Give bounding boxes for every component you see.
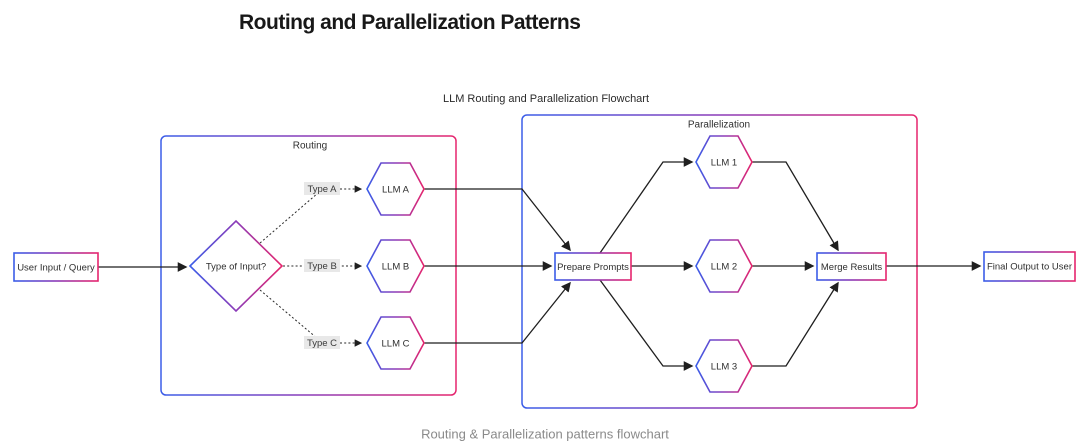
edge-llm3-to-merge	[752, 281, 839, 367]
edge-prepare-to-llm3	[599, 279, 694, 371]
diagram-caption: Routing & Parallelization patterns flowc…	[421, 426, 669, 441]
edge-llm-a-to-prepare	[424, 188, 571, 252]
node-merge-results: Merge Results	[816, 252, 887, 281]
node-llm-3: LLM 3	[695, 339, 753, 393]
edge-llm-c-to-prepare	[424, 281, 571, 344]
edge-label-type-a-text: Type A	[307, 184, 337, 195]
node-llm-c-label: LLM C	[382, 339, 410, 350]
node-merge-results-label: Merge Results	[821, 262, 882, 273]
edge-label-type-a: Type A	[304, 182, 340, 195]
parallelization-container-label: Parallelization	[688, 120, 750, 131]
edge-label-type-b-text: Type B	[307, 261, 337, 272]
node-llm-3-label: LLM 3	[711, 362, 737, 373]
node-llm-1-label: LLM 1	[711, 158, 737, 169]
node-decision-label: Type of Input?	[206, 262, 266, 273]
routing-container-label: Routing	[293, 141, 327, 152]
edge-decision-to-type-a	[259, 192, 319, 244]
node-llm-c: LLM C	[366, 316, 425, 370]
edge-llm1-to-merge	[752, 161, 839, 252]
node-llm-2: LLM 2	[695, 239, 753, 293]
node-final-output-label: Final Output to User	[987, 262, 1072, 273]
node-llm-2-label: LLM 2	[711, 262, 737, 273]
node-llm-b-label: LLM B	[382, 262, 409, 273]
node-prepare-prompts: Prepare Prompts	[554, 252, 632, 281]
node-user-input: User Input / Query	[13, 252, 99, 282]
node-llm-1: LLM 1	[695, 135, 753, 189]
edge-label-type-b: Type B	[304, 259, 340, 272]
node-llm-b: LLM B	[366, 239, 425, 293]
edge-decision-to-type-c	[259, 289, 319, 340]
node-llm-a-label: LLM A	[382, 185, 410, 196]
node-prepare-prompts-label: Prepare Prompts	[557, 262, 629, 273]
parallelization-container	[521, 114, 918, 409]
node-llm-a: LLM A	[366, 162, 425, 216]
edge-label-type-c: Type C	[304, 336, 340, 349]
diagram-subtitle: LLM Routing and Parallelization Flowchar…	[443, 93, 649, 105]
node-user-input-label: User Input / Query	[17, 263, 95, 274]
node-final-output: Final Output to User	[983, 251, 1076, 282]
node-decision: Type of Input?	[188, 219, 284, 313]
page-title: Routing and Parallelization Patterns	[239, 11, 581, 34]
edge-label-type-c-text: Type C	[307, 338, 337, 349]
edge-prepare-to-llm1	[599, 157, 694, 254]
